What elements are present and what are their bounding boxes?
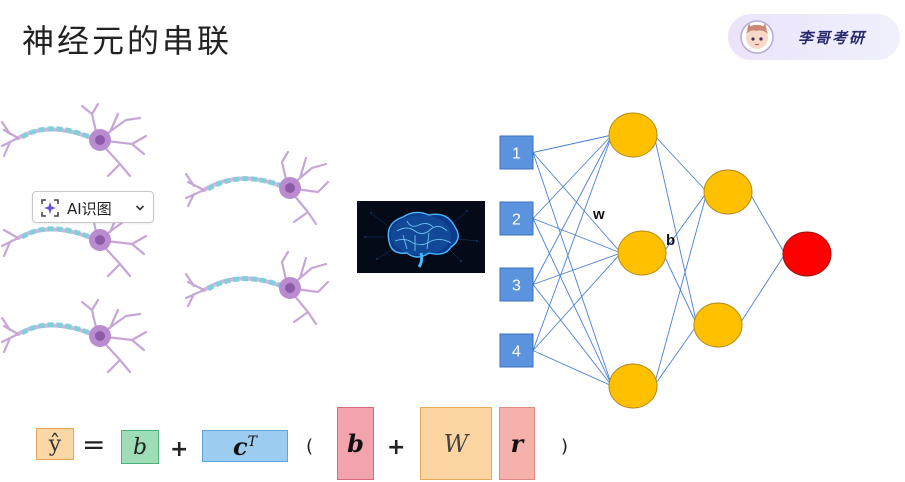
neuron-illustration-4: [184, 150, 330, 226]
input-node-label-3: 3: [512, 278, 521, 295]
left-paren: (: [306, 436, 314, 457]
c-base: c: [233, 431, 248, 461]
input-node-1: [499, 135, 534, 170]
brain-image: [357, 201, 485, 273]
chevron-down-icon[interactable]: [135, 203, 145, 213]
right-paren: ): [561, 436, 569, 457]
hidden-layer1-node-3: [608, 363, 658, 409]
neuron-illustration-5: [184, 250, 330, 326]
input-node-label-4: 4: [512, 344, 521, 361]
b-vector-box: b: [337, 407, 374, 480]
network-edges: [532, 134, 786, 387]
ai-pill-label: AI识图: [67, 200, 112, 218]
edge-h1n2-h2n1: [662, 191, 708, 254]
edge-input2-h1n2: [532, 218, 622, 254]
hidden-layer1-node-2: [617, 230, 667, 276]
input-node-label-1: 1: [512, 146, 521, 163]
edge-input3-h1n2: [532, 252, 622, 285]
edge-h1n3-h2n1: [653, 191, 708, 387]
edge-input3-h1n3: [532, 284, 613, 387]
ai-recognize-button[interactable]: AI识图: [32, 191, 154, 223]
input-node-label-2: 2: [512, 212, 521, 229]
plus-sign-2: +: [387, 435, 406, 460]
plus-sign-1: +: [170, 437, 189, 462]
edge-input1-h1n2: [532, 152, 622, 254]
weight-label: w: [592, 206, 605, 223]
y-hat-box: ŷ: [36, 428, 74, 460]
W-symbol: W: [443, 429, 469, 458]
edge-input4-h1n3: [532, 350, 613, 387]
b-symbol: b: [132, 434, 148, 460]
bias-label: b: [666, 232, 675, 249]
edge-input4-h1n1: [532, 134, 613, 351]
input-node-2: [499, 201, 534, 236]
edge-input2-h1n1: [532, 134, 613, 219]
edge-input3-h1n1: [532, 134, 613, 285]
page-title: 神经元的串联: [22, 22, 233, 60]
edge-h1n3-h2n2: [653, 324, 698, 387]
network-nodes: 1 2 3 4: [499, 112, 832, 409]
edge-h1n1-h2n2: [653, 134, 698, 326]
hidden-layer2-node-2: [693, 302, 743, 348]
r-symbol: r: [510, 429, 524, 458]
y-hat-symbol: ŷ: [48, 431, 62, 457]
W-matrix-box: W: [420, 407, 492, 480]
input-node-3: [499, 267, 534, 302]
output-node: [782, 231, 832, 277]
c-transpose-box: cT: [202, 430, 288, 462]
brand-badge: 李哥考研: [728, 14, 900, 60]
edge-input1-h1n3: [532, 152, 613, 387]
equals-sign: =: [82, 428, 106, 461]
hidden-layer2-node-1: [703, 169, 753, 215]
avatar: [740, 20, 774, 54]
r-vector-box: r: [499, 407, 535, 480]
edge-input1-h1n1: [532, 134, 613, 153]
input-node-4: [499, 333, 534, 368]
transpose-superscript: T: [247, 433, 257, 450]
edge-h2n2-output: [738, 253, 786, 326]
edge-input2-h1n3: [532, 218, 613, 387]
badge-label: 李哥考研: [798, 29, 867, 47]
hidden-layer1-node-1: [608, 112, 658, 158]
edge-h1n2-h2n2: [662, 252, 698, 326]
b-box: b: [121, 430, 159, 464]
b-vector-symbol: b: [347, 429, 364, 458]
neuron-illustration-2: [0, 202, 148, 278]
edge-h1n1-h2n1: [653, 134, 708, 193]
neuron-illustration-3: [0, 298, 148, 374]
edge-h2n1-output: [748, 191, 786, 255]
ai-sparkle-icon: [41, 199, 59, 217]
edge-input4-h1n2: [532, 252, 622, 351]
neuron-illustration-1: [0, 102, 148, 178]
c-symbol: cT: [233, 432, 257, 461]
